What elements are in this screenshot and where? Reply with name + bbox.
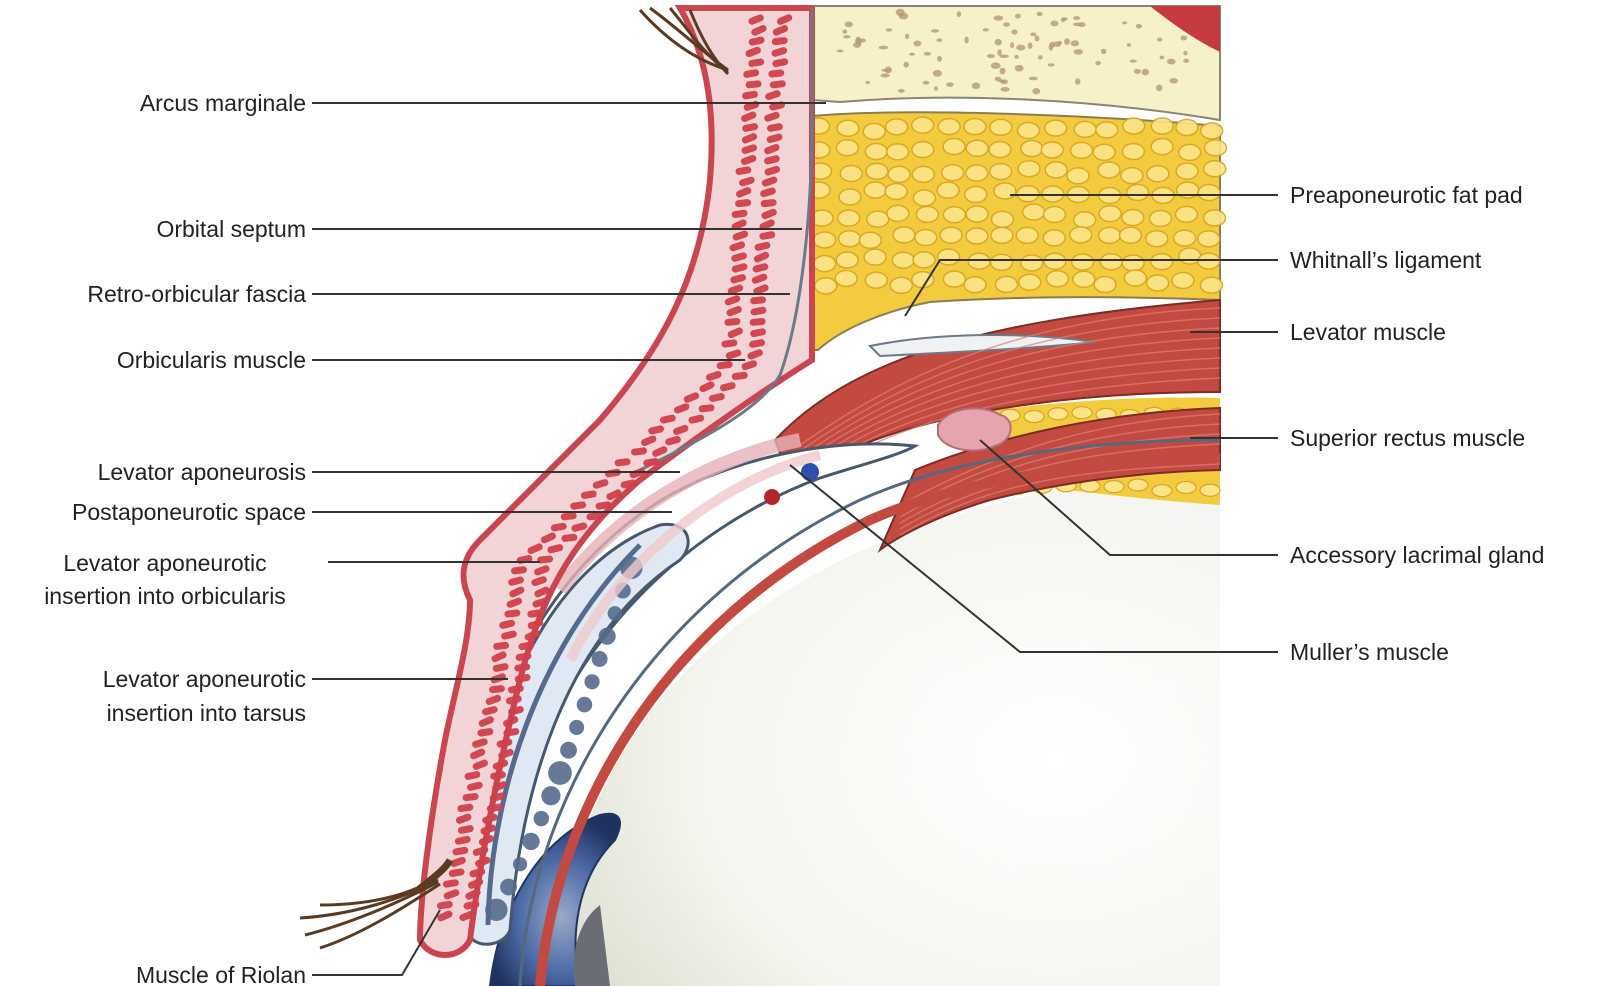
label-muscle-of-riolan: Muscle of Riolan <box>136 962 306 986</box>
label-insertion-orbicularis-2: insertion into orbicularis <box>44 583 286 609</box>
label-insertion-tarsus-1: Levator aponeurotic <box>103 666 306 692</box>
label-postaponeurotic-space: Postaponeurotic space <box>72 499 306 525</box>
label-orbital-septum: Orbital septum <box>156 216 306 242</box>
peripheral-vein <box>801 463 819 481</box>
label-preaponeurotic-fat-pad: Preaponeurotic fat pad <box>1290 182 1523 208</box>
label-superior-rectus-muscle: Superior rectus muscle <box>1290 425 1525 451</box>
label-whitnalls-ligament: Whitnall’s ligament <box>1290 247 1482 273</box>
label-retro-orbicular-fascia: Retro-orbicular fascia <box>87 281 306 307</box>
label-accessory-lacrimal-gland: Accessory lacrimal gland <box>1290 542 1544 568</box>
label-insertion-tarsus-2: insertion into tarsus <box>107 700 306 726</box>
label-orbicularis-muscle: Orbicularis muscle <box>117 347 306 373</box>
accessory-lacrimal-gland-shape <box>938 408 1011 450</box>
label-mullers-muscle: Muller’s muscle <box>1290 639 1449 665</box>
label-arcus-marginale: Arcus marginale <box>140 90 306 116</box>
marginal-artery <box>764 489 780 505</box>
label-levator-aponeurosis: Levator aponeurosis <box>98 459 306 485</box>
label-levator-muscle: Levator muscle <box>1290 319 1446 345</box>
label-insertion-orbicularis-1: Levator aponeurotic <box>63 550 266 576</box>
